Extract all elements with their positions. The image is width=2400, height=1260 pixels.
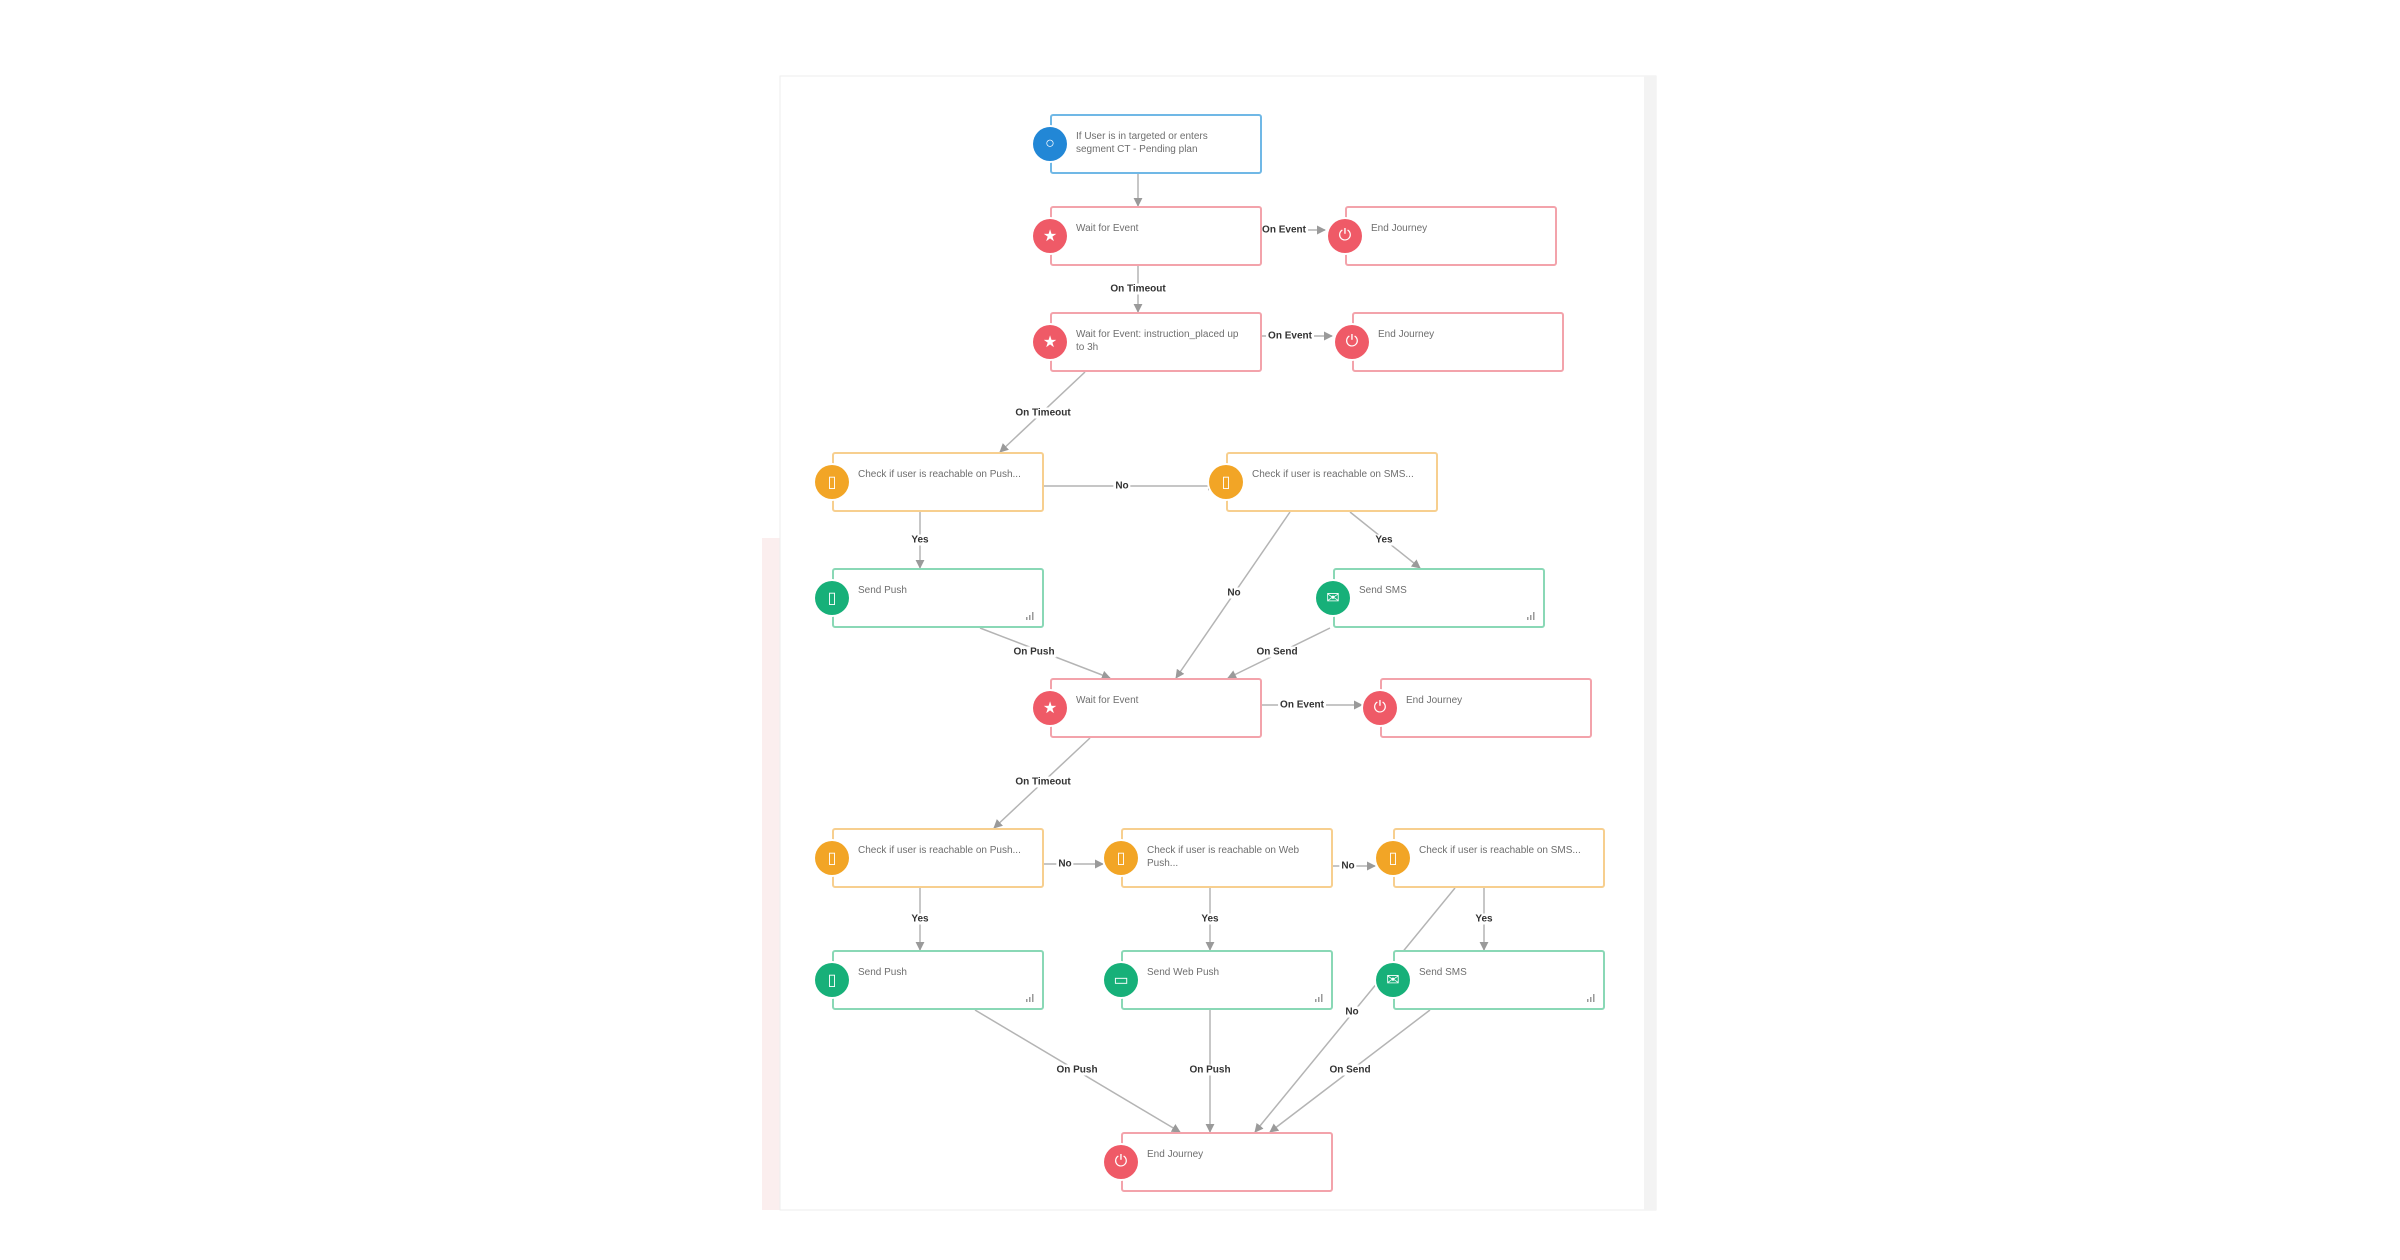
- node-label: Send Push: [858, 967, 907, 978]
- stats-icon[interactable]: [1586, 993, 1596, 1003]
- browser-icon: ▭: [1104, 963, 1138, 997]
- node-label: End Journey: [1378, 329, 1435, 340]
- edge-label-e20: On Push: [1187, 1064, 1233, 1076]
- node-label: Check if user is reachable on Push...: [858, 845, 1021, 856]
- edge-label-e21: On Send: [1327, 1064, 1373, 1076]
- phone-icon: ▯: [815, 465, 849, 499]
- journey-node-check[interactable]: Check if user is reachable on SMS...: [1226, 452, 1438, 512]
- sms-icon: ✉: [1316, 581, 1350, 615]
- node-label: End Journey: [1371, 223, 1428, 234]
- star-icon: ★: [1033, 691, 1067, 725]
- journey-node-end[interactable]: End Journey: [1345, 206, 1557, 266]
- phone-icon: ▯: [1376, 841, 1410, 875]
- journey-node-check[interactable]: Check if user is reachable on Push...: [832, 828, 1044, 888]
- sms-icon: ✉: [1376, 963, 1410, 997]
- journey-node-check[interactable]: Check if user is reachable on Web Push..…: [1121, 828, 1333, 888]
- edge-label-e9: On Push: [1011, 646, 1057, 658]
- journey-node-wait[interactable]: Wait for Event: [1050, 206, 1262, 266]
- node-label: Send SMS: [1419, 967, 1467, 978]
- star-icon: ★: [1033, 219, 1067, 253]
- edge-label-e13: No: [1056, 858, 1074, 870]
- stats-icon[interactable]: [1526, 611, 1536, 621]
- edge-label-e3: On Event: [1266, 330, 1314, 342]
- edge-label-e8: No: [1225, 587, 1243, 599]
- stats-icon[interactable]: [1025, 993, 1035, 1003]
- node-label: Check if user is reachable on SMS...: [1252, 469, 1414, 480]
- phone-icon: ▯: [1104, 841, 1138, 875]
- journey-node-segment[interactable]: If User is in targeted or enters segment…: [1050, 114, 1262, 174]
- edge-label-e15: Yes: [909, 913, 931, 925]
- power-icon: ⏻: [1363, 691, 1397, 725]
- journey-node-check[interactable]: Check if user is reachable on SMS...: [1393, 828, 1605, 888]
- segment-icon: ○: [1033, 127, 1067, 161]
- node-label: Send SMS: [1359, 585, 1407, 596]
- journey-node-wait[interactable]: Wait for Event: [1050, 678, 1262, 738]
- node-label: Check if user is reachable on Web Push..…: [1147, 845, 1300, 869]
- power-icon: ⏻: [1335, 325, 1369, 359]
- node-label: Check if user is reachable on Push...: [858, 469, 1021, 480]
- edge-label-e12: On Timeout: [1013, 776, 1073, 788]
- node-label: Wait for Event: [1076, 695, 1139, 706]
- journey-node-end[interactable]: End Journey: [1380, 678, 1592, 738]
- edge-label-e1: On Event: [1260, 224, 1308, 236]
- phone-icon: ▯: [1209, 465, 1243, 499]
- journey-node-check[interactable]: Check if user is reachable on Push...: [832, 452, 1044, 512]
- journey-node-sms[interactable]: Send SMS: [1393, 950, 1605, 1010]
- power-icon: ⏻: [1328, 219, 1362, 253]
- journey-node-push[interactable]: Send Push: [832, 950, 1044, 1010]
- phone-icon: ▯: [815, 841, 849, 875]
- edge-label-e17: Yes: [1473, 913, 1495, 925]
- journey-node-end[interactable]: End Journey: [1352, 312, 1564, 372]
- edge-label-e6: Yes: [909, 534, 931, 546]
- edge-label-e18: No: [1343, 1006, 1361, 1018]
- node-label: Wait for Event: instruction_placed up to…: [1076, 329, 1239, 353]
- edge-label-e10: On Send: [1254, 646, 1300, 658]
- left-sheet-edge: [762, 538, 780, 1210]
- edge-label-e16: Yes: [1199, 913, 1221, 925]
- journey-node-sms[interactable]: Send SMS: [1333, 568, 1545, 628]
- edge-label-e4: On Timeout: [1013, 407, 1073, 419]
- stats-icon[interactable]: [1025, 611, 1035, 621]
- stats-icon[interactable]: [1314, 993, 1324, 1003]
- node-label: End Journey: [1147, 1149, 1204, 1160]
- edge-label-e11: On Event: [1278, 699, 1326, 711]
- journey-node-push[interactable]: Send Push: [832, 568, 1044, 628]
- edge-label-e2: On Timeout: [1108, 283, 1168, 295]
- node-label: Send Web Push: [1147, 967, 1220, 978]
- journey-node-webpush[interactable]: Send Web Push: [1121, 950, 1333, 1010]
- right-sheet-shadow: [1644, 76, 1656, 1210]
- edge-label-e14: No: [1339, 860, 1357, 872]
- phone-icon: ▯: [815, 963, 849, 997]
- node-label: Send Push: [858, 585, 907, 596]
- journey-node-wait[interactable]: Wait for Event: instruction_placed up to…: [1050, 312, 1262, 372]
- node-label: End Journey: [1406, 695, 1463, 706]
- journey-node-end[interactable]: End Journey: [1121, 1132, 1333, 1192]
- star-icon: ★: [1033, 325, 1067, 359]
- edge-label-e5: No: [1113, 480, 1131, 492]
- power-icon: ⏻: [1104, 1145, 1138, 1179]
- node-label: If User is in targeted or enters segment…: [1076, 131, 1208, 155]
- edge-label-e19: On Push: [1054, 1064, 1100, 1076]
- phone-icon: ▯: [815, 581, 849, 615]
- edge-label-e7: Yes: [1373, 534, 1395, 546]
- node-label: Wait for Event: [1076, 223, 1139, 234]
- node-label: Check if user is reachable on SMS...: [1419, 845, 1581, 856]
